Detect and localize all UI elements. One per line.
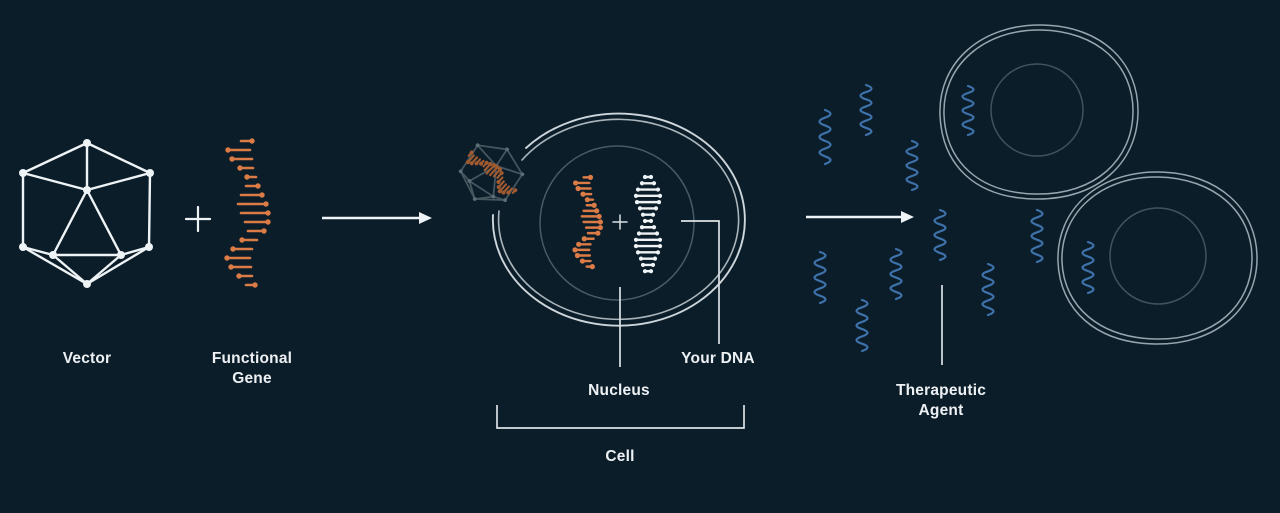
your-dna-icon	[633, 174, 663, 274]
target-cell-top-icon	[939, 24, 1139, 200]
gene-in-nucleus-icon	[572, 174, 604, 270]
plus-icon	[184, 205, 212, 233]
functional-gene-label-line1: Functional	[211, 350, 293, 367]
functional-gene-label-line2: Gene	[232, 370, 272, 387]
arrow-right-icon	[806, 211, 914, 223]
functional-gene-icon	[224, 138, 271, 288]
therapeutic-agent-label-line1: Therapeutic	[895, 382, 987, 399]
vector-entering-cell-icon	[458, 143, 525, 203]
vector-icosahedron-icon	[19, 139, 154, 288]
gene-inside-vector-icon	[465, 150, 518, 195]
cell-label: Cell	[605, 448, 635, 465]
your-dna-label: Your DNA	[681, 350, 755, 367]
nucleus-label: Nucleus	[588, 382, 650, 399]
therapeutic-agent-label-line2: Agent	[918, 402, 964, 419]
therapeutic-agent-label: Therapeutic Agent	[896, 381, 986, 421]
functional-gene-label: Functional Gene	[212, 349, 292, 389]
cell-bracket	[496, 405, 745, 429]
therapeutic-agent-molecules-icon	[813, 83, 1095, 353]
arrow-right-icon	[322, 212, 432, 224]
target-cell-bottom-icon	[1057, 171, 1258, 345]
plus-small-icon	[612, 214, 628, 230]
nucleus-circle-icon	[539, 145, 695, 301]
cell-membrane-icon	[491, 112, 746, 327]
vector-label: Vector	[62, 350, 112, 367]
your-dna-callout-line	[681, 220, 720, 344]
